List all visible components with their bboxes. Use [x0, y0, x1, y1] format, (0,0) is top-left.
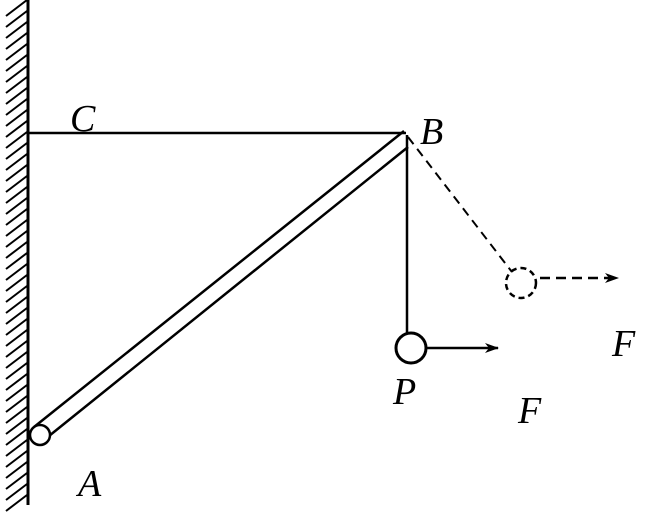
- hatch-line: [5, 186, 28, 204]
- hatch-line: [5, 164, 28, 182]
- hatch-line: [5, 263, 28, 281]
- hatch-line: [5, 197, 28, 215]
- hatch-line: [5, 439, 28, 457]
- hatch-line: [5, 417, 28, 435]
- hatch-line: [5, 373, 28, 391]
- hatch-line: [5, 406, 28, 424]
- hatch-line: [5, 142, 28, 160]
- hatch-line: [5, 340, 28, 358]
- label-b: B: [420, 111, 444, 153]
- label-f-dashed: F: [612, 323, 636, 365]
- hatch-line: [5, 252, 28, 270]
- hatch-line: [5, 208, 28, 226]
- hatch-line: [5, 318, 28, 336]
- hatch-line: [5, 32, 28, 50]
- label-p: P: [393, 371, 417, 413]
- hatch-line: [5, 65, 28, 83]
- hatch-line: [5, 21, 28, 39]
- hatch-line: [5, 87, 28, 105]
- hatch-line: [5, 307, 28, 325]
- hatch-line: [5, 296, 28, 314]
- hatch-line: [5, 10, 28, 28]
- hatch-line: [5, 241, 28, 259]
- hatch-line: [5, 98, 28, 116]
- rope-dashed: [407, 136, 513, 273]
- hatch-line: [5, 494, 28, 512]
- hatch-line: [5, 351, 28, 369]
- hatch-line: [5, 483, 28, 501]
- hatch-line: [5, 274, 28, 292]
- hatch-line: [5, 43, 28, 61]
- hatch-line: [5, 175, 28, 193]
- hatch-line: [5, 0, 28, 17]
- rod-ab: [33, 130, 409, 441]
- hatch-line: [5, 120, 28, 138]
- hatch-line: [5, 230, 28, 248]
- label-c: C: [70, 98, 96, 140]
- ball-p: [394, 331, 428, 365]
- hatch-line: [5, 395, 28, 413]
- wall-hatching: [5, 0, 28, 512]
- hatch-line: [5, 362, 28, 380]
- hatch-line: [5, 329, 28, 347]
- ball-dashed: [504, 266, 538, 300]
- wall: [5, 0, 30, 512]
- hatch-line: [5, 428, 28, 446]
- hatch-line: [5, 76, 28, 94]
- hatch-line: [5, 131, 28, 149]
- label-f-ball: F: [518, 390, 542, 432]
- hatch-line: [5, 384, 28, 402]
- hinge-a: [28, 423, 52, 447]
- hatch-line: [5, 450, 28, 468]
- hatch-line: [5, 472, 28, 490]
- hatch-line: [5, 54, 28, 72]
- hatch-line: [5, 153, 28, 171]
- hatch-line: [5, 285, 28, 303]
- label-a: A: [78, 463, 102, 505]
- hatch-line: [5, 461, 28, 479]
- hatch-line: [5, 219, 28, 237]
- hatch-line: [5, 109, 28, 127]
